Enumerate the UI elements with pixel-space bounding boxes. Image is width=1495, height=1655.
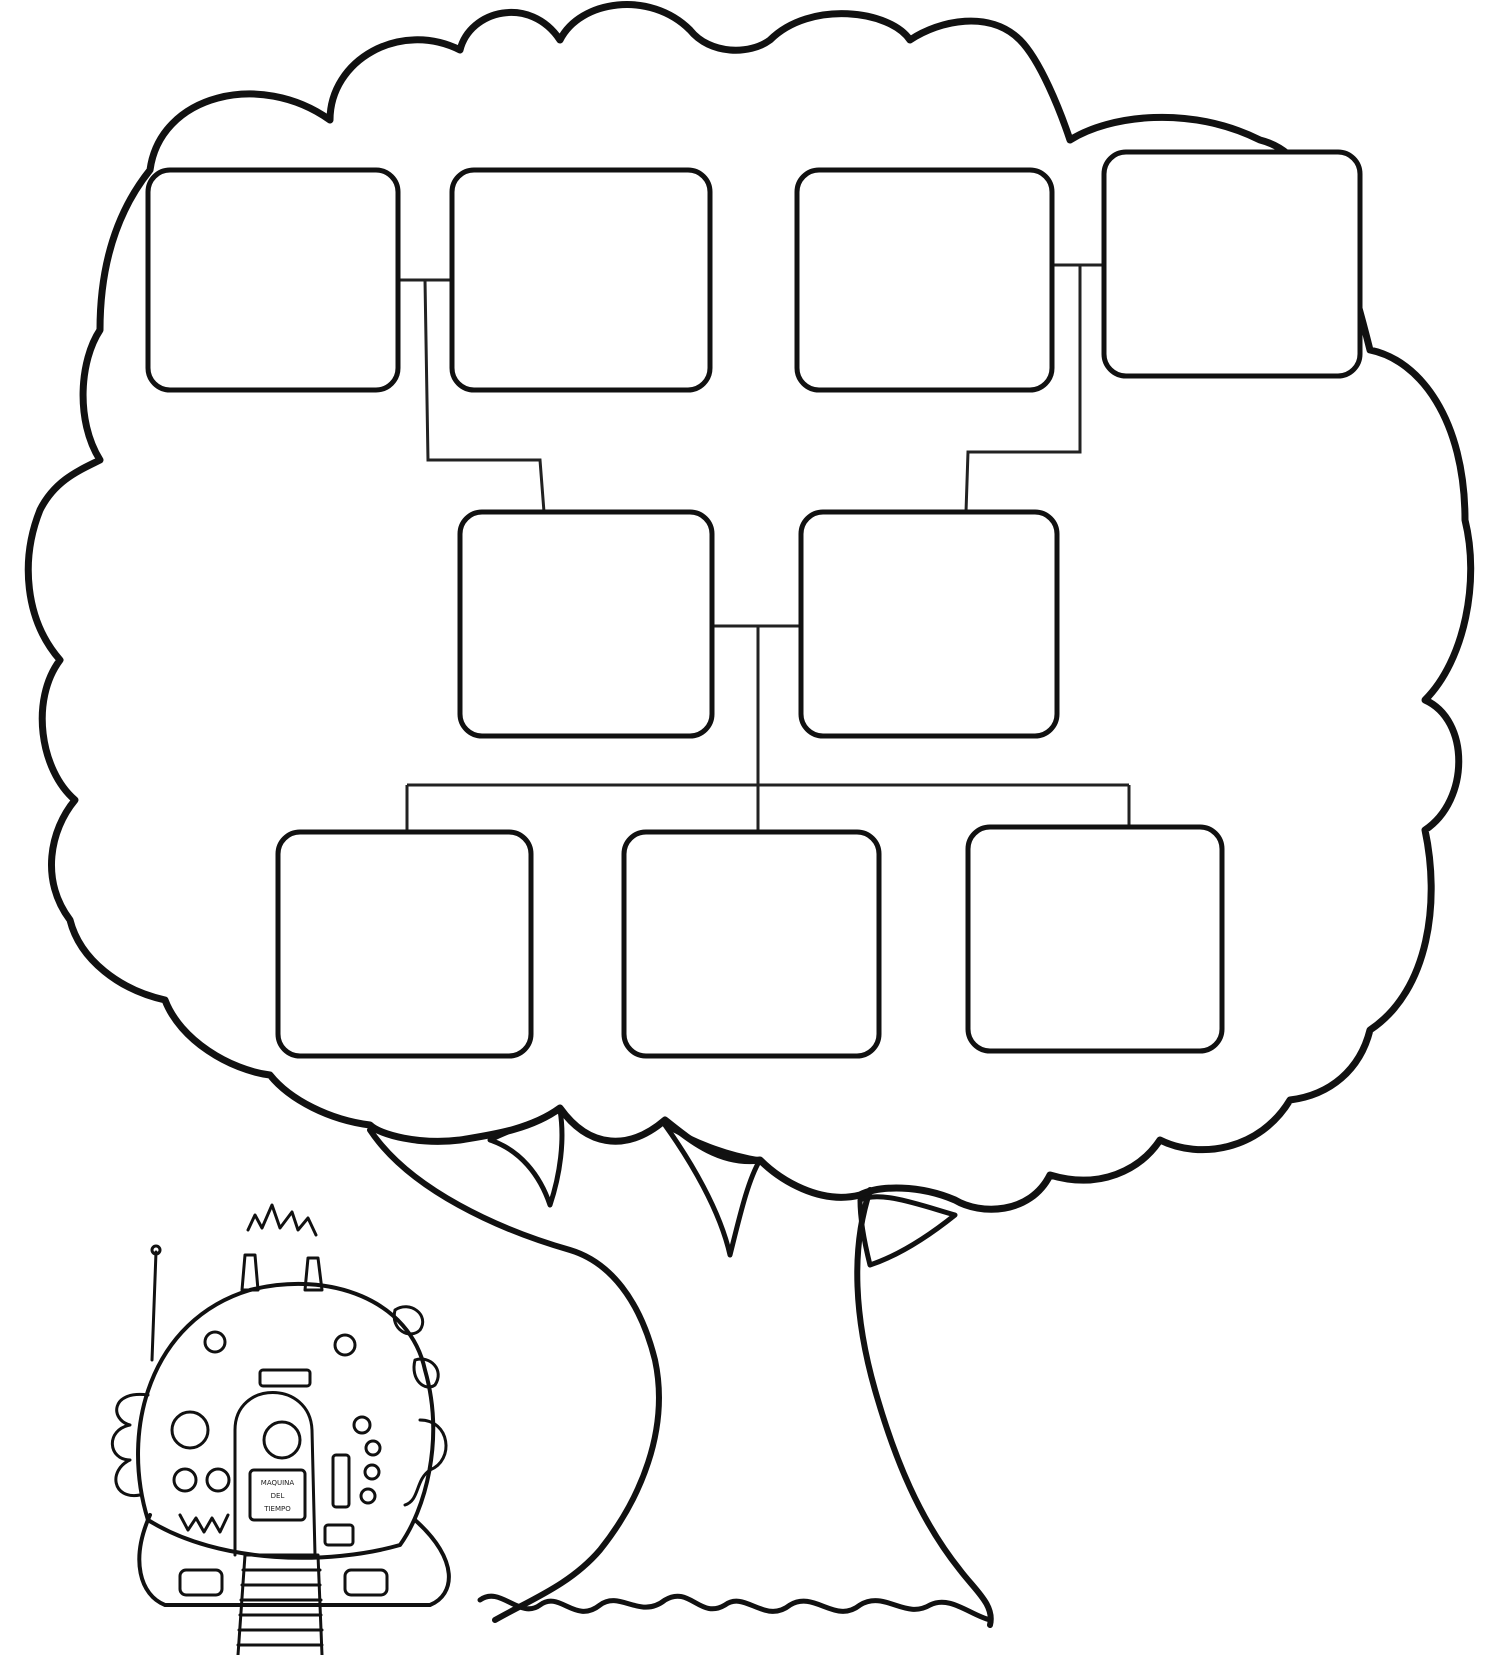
child-box-1[interactable] — [278, 832, 531, 1056]
parent-box-2[interactable] — [801, 512, 1057, 736]
branch-middle — [665, 1125, 760, 1255]
spark-crown — [248, 1205, 316, 1235]
branch-right — [860, 1197, 955, 1265]
knob-4 — [361, 1489, 375, 1503]
grandparent-box-1[interactable] — [148, 170, 398, 390]
gauge-large — [172, 1412, 208, 1448]
knob-2 — [366, 1441, 380, 1455]
tree-roots — [480, 1596, 990, 1620]
antenna-tip — [152, 1246, 160, 1254]
grandparent-box-2[interactable] — [452, 170, 710, 390]
grandparent-box-4[interactable] — [1104, 152, 1360, 376]
child-box-3[interactable] — [968, 827, 1222, 1051]
gauge-small-left — [174, 1469, 196, 1491]
antenna — [152, 1252, 156, 1360]
base-panel-right — [345, 1570, 387, 1595]
grill-mouth — [180, 1515, 228, 1532]
grandparents-row — [148, 152, 1360, 390]
door-sign-line-3: TIEMPO — [263, 1505, 291, 1513]
tree-trunk — [370, 1130, 991, 1625]
base-panel-left — [180, 1570, 222, 1595]
top-display — [260, 1370, 310, 1386]
gauge-small-right — [207, 1469, 229, 1491]
child-box-2[interactable] — [624, 832, 879, 1056]
door-sign-line-2: DEL — [271, 1492, 285, 1500]
lever-panel — [333, 1455, 349, 1507]
time-machine-illustration — [112, 1205, 449, 1655]
fan-right — [335, 1335, 355, 1355]
top-knob-left — [242, 1255, 258, 1290]
parent-box-1[interactable] — [460, 512, 712, 736]
door — [235, 1393, 315, 1556]
door-window — [264, 1422, 300, 1458]
knob-1 — [354, 1417, 370, 1433]
side-panel — [325, 1525, 353, 1545]
children-row — [278, 827, 1222, 1056]
grandparent-box-3[interactable] — [797, 170, 1052, 390]
fan-left — [205, 1332, 225, 1352]
knob-3 — [365, 1465, 379, 1479]
door-sign-line-1: MAQUINA — [261, 1479, 295, 1487]
